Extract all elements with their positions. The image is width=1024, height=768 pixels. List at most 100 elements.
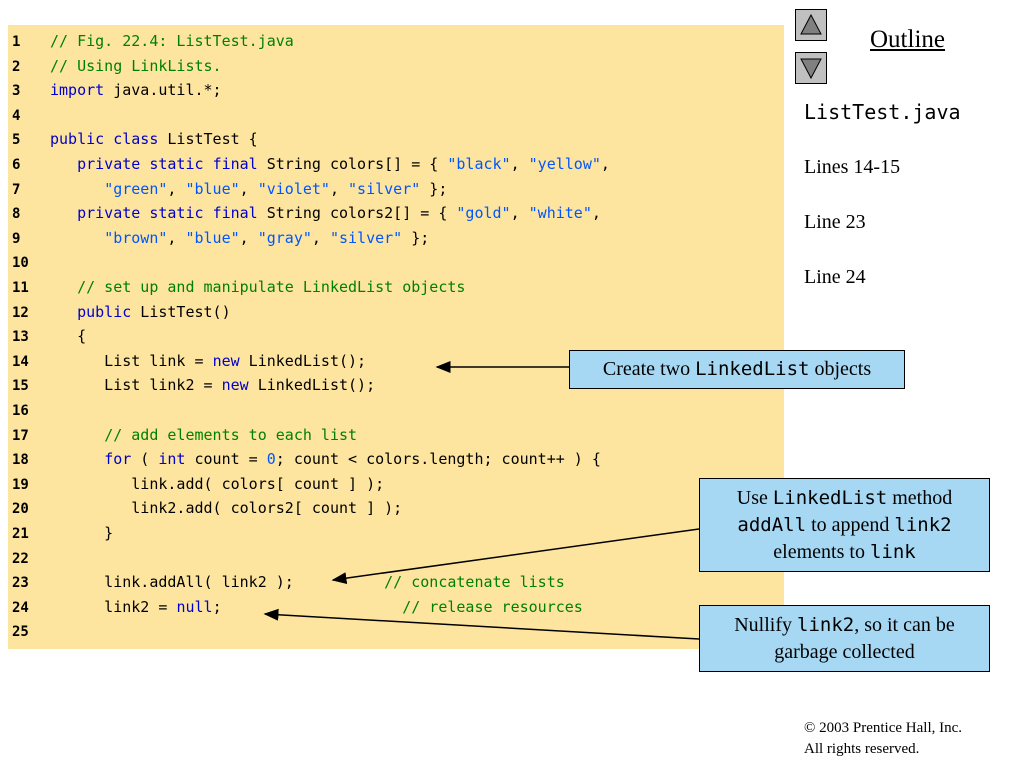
code-token <box>50 204 77 222</box>
code-token: import <box>50 81 105 100</box>
code-token: static <box>149 204 204 223</box>
code-token: "blue" <box>185 228 240 247</box>
line-number: 18 <box>12 452 29 469</box>
code-line: 21 } <box>8 521 113 545</box>
code-line: 16 <box>8 398 50 422</box>
code-token: "gold" <box>456 204 511 223</box>
code-token: // Using LinkLists. <box>50 56 222 75</box>
code-line: 17 // add elements to each list <box>8 423 357 447</box>
code-token: , <box>239 179 258 198</box>
line-number: 10 <box>12 255 29 272</box>
code-token: } <box>50 524 114 542</box>
code-token: , <box>510 155 529 173</box>
callout-code: LinkedList <box>772 487 888 509</box>
code-token <box>50 180 104 198</box>
code-token: new <box>221 376 249 395</box>
line-number: 3 <box>12 83 21 100</box>
callout-text: Nullify <box>734 614 798 636</box>
code-token <box>204 155 213 173</box>
code-token: link2.add( colors2[ count ] ); <box>50 499 403 518</box>
line-number: 9 <box>12 230 21 247</box>
code-token: , <box>510 204 529 223</box>
code-line: 10 <box>8 250 50 274</box>
outline-item-line-24: Line 24 <box>804 266 866 288</box>
line-number: 23 <box>12 575 29 592</box>
code-line: 23 link.addAll( link2 ); // concatenate … <box>8 570 565 594</box>
code-line: 7 "green", "blue", "violet", "silver" }; <box>8 177 447 201</box>
outline-title[interactable]: Outline <box>870 26 945 53</box>
code-line: 8 private static final String colors2[] … <box>8 201 601 225</box>
code-token: // set up and manipulate LinkedList obje… <box>77 278 466 296</box>
code-token: // concatenate lists <box>384 573 565 592</box>
code-token: 0 <box>266 450 276 469</box>
code-token <box>50 155 77 173</box>
callout-text: Create two <box>602 358 696 380</box>
code-token: , <box>329 179 349 198</box>
code-token <box>50 450 104 468</box>
code-token <box>104 130 113 148</box>
code-token: List link = <box>50 351 213 370</box>
callout-code: addAll <box>737 514 807 536</box>
copyright-text: © 2003 Prentice Hall, Inc. <box>804 720 963 736</box>
code-token: , <box>600 155 610 173</box>
code-token: ; count < colors.length; count++ ) { <box>275 450 601 469</box>
code-token <box>50 426 104 444</box>
code-line: 20 link2.add( colors2[ count ] ); <box>8 496 402 520</box>
code-token: // Fig. 22.4: ListTest.java <box>50 32 294 50</box>
code-token: { <box>50 327 87 346</box>
code-token: // add elements to each list <box>104 425 358 444</box>
next-slide-button[interactable] <box>795 52 827 84</box>
callout-code: LinkedList <box>695 358 810 380</box>
code-line: 13 { <box>8 324 86 348</box>
code-token: count = <box>185 450 267 469</box>
callout-create-lists: Create two LinkedList objects <box>569 350 905 389</box>
code-token: }; <box>420 179 448 198</box>
outline-item-lines-14-15: Lines 14-15 <box>804 156 901 178</box>
code-line: 9 "brown", "blue", "gray", "silver" }; <box>8 226 429 250</box>
code-token: link2 = <box>50 597 177 616</box>
code-token: int <box>158 450 186 469</box>
code-line: 19 link.add( colors[ count ] ); <box>8 472 384 496</box>
callout-code: link2 <box>894 514 952 536</box>
triangle-up-icon <box>800 13 822 35</box>
code-token: "violet" <box>257 179 330 198</box>
line-number: 13 <box>12 329 29 346</box>
callout-code: link <box>869 541 916 563</box>
code-token <box>50 229 104 247</box>
code-token: , <box>311 228 330 247</box>
code-token: new <box>212 351 240 370</box>
code-token: final <box>212 155 258 173</box>
code-token: LinkedList(); <box>248 376 376 395</box>
code-line: 25 <box>8 619 50 643</box>
code-token: , <box>591 204 601 223</box>
code-token: "blue" <box>185 179 240 198</box>
code-token: , <box>167 228 186 247</box>
code-token: "yellow" <box>528 155 601 173</box>
code-token <box>140 204 149 222</box>
code-token <box>140 155 149 173</box>
line-number: 25 <box>12 624 29 641</box>
code-token <box>50 278 77 296</box>
code-token: link.addAll( link2 ); <box>50 573 385 592</box>
code-token <box>204 204 213 222</box>
previous-slide-button[interactable] <box>795 9 827 41</box>
code-token: private <box>77 204 141 223</box>
line-number: 8 <box>12 206 21 223</box>
code-token: public <box>77 302 132 321</box>
outline-file-name: ListTest.java <box>804 100 961 124</box>
code-token: , <box>239 228 258 247</box>
code-token: }; <box>402 228 430 247</box>
code-token: java.util.*; <box>104 81 222 100</box>
callout-text: garbage collected <box>774 641 915 663</box>
code-token: ; <box>212 597 403 616</box>
line-number: 20 <box>12 501 29 518</box>
line-number: 15 <box>12 378 29 395</box>
code-line: 11 // set up and manipulate LinkedList o… <box>8 275 465 299</box>
code-token: private <box>77 155 141 173</box>
code-token: String colors2[] = { <box>257 204 457 223</box>
code-token: // release resources <box>402 597 583 616</box>
code-token: "silver" <box>329 228 403 247</box>
code-line: 18 for ( int count = 0; count < colors.l… <box>8 447 601 471</box>
line-number: 21 <box>12 526 29 542</box>
